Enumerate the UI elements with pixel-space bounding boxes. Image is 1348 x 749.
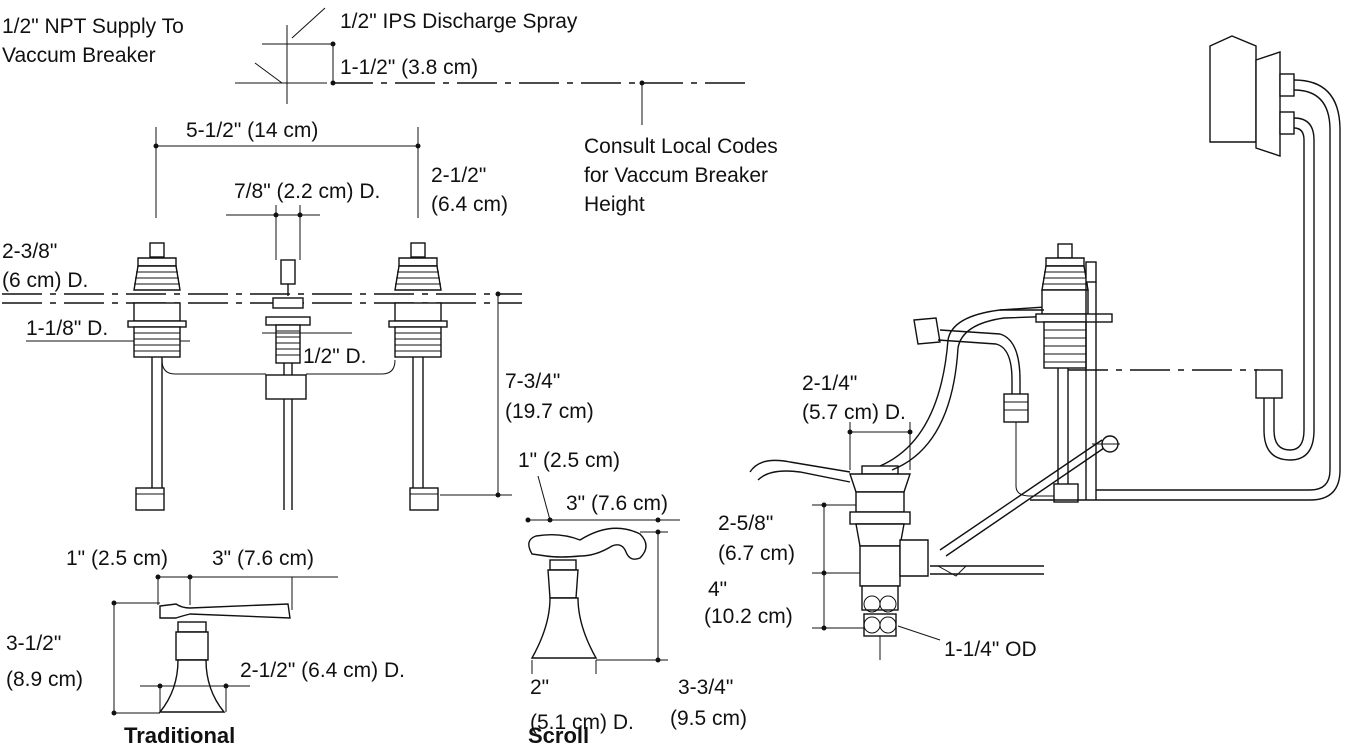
depth-7-75-line2: (19.7 cm) (505, 400, 594, 423)
height-1-5-label: 1-1/2" (3.8 cm) (340, 56, 478, 79)
spout-dia-label: 7/8" (2.2 cm) D. (234, 180, 380, 203)
drain-assembly: 2-1/4" (5.7 cm) D. (704, 305, 1120, 661)
drain-dia-line2: (5.7 cm) D. (802, 401, 906, 424)
npt-supply-label-line2: Vaccum Breaker (2, 44, 156, 67)
half-dia-label: 1/2" D. (303, 345, 366, 368)
npt-supply-label-line1: 1/2" NPT Supply To (2, 15, 184, 38)
base-dia-line2: (6 cm) D. (2, 269, 88, 292)
right-valve (388, 242, 448, 511)
scroll-base-line1: 2" (530, 676, 549, 699)
trad-height-line1: 3-1/2" (6, 632, 61, 655)
shank-dia-label: 1-1/8" D. (26, 317, 108, 340)
scroll-height-line2: (9.5 cm) (670, 707, 747, 730)
supply-callout: 1/2" NPT Supply To Vaccum Breaker 1/2" I… (2, 7, 778, 216)
consult-codes-line2: for Vaccum Breaker (584, 164, 768, 187)
tail-od-label: 1-1/4" OD (944, 638, 1037, 661)
traditional-caption: Traditional (124, 723, 235, 748)
depth-7-75-line1: 7-3/4" (505, 370, 560, 393)
ips-discharge-label: 1/2" IPS Discharge Spray (340, 10, 578, 33)
vacuum-breaker (1030, 35, 1341, 501)
scroll-handle: 1" (2.5 cm) 3" (7.6 cm) 2" (5.1 cm) D. 3… (518, 449, 747, 748)
trad-3in-label: 3" (7.6 cm) (212, 547, 314, 570)
scroll-1in-label: 1" (2.5 cm) (518, 449, 620, 472)
scroll-caption: Scroll (528, 723, 589, 748)
drain-4in-line1: 4" (708, 578, 727, 601)
consult-codes-line1: Consult Local Codes (584, 135, 778, 158)
scroll-base-line2: (5.1 cm) D. (530, 711, 634, 734)
consult-codes-line3: Height (584, 193, 645, 216)
faucet-elevation: 5-1/2" (14 cm) 2-1/2" (6.4 cm) 7/8" (2.2… (2, 119, 594, 511)
traditional-handle: 1" (2.5 cm) 3" (7.6 cm) 3-1/2" (8.9 cm) … (6, 547, 405, 748)
drain-height-line2: (6.7 cm) (718, 542, 795, 565)
scroll-height-line1: 3-3/4" (678, 676, 733, 699)
height-2-5-line2: (6.4 cm) (431, 193, 508, 216)
trad-base-label: 2-1/2" (6.4 cm) D. (240, 659, 405, 682)
base-dia-line1: 2-3/8" (2, 240, 57, 263)
trad-1in-label: 1" (2.5 cm) (66, 547, 168, 570)
trad-height-line2: (8.9 cm) (6, 668, 83, 691)
spread-5-5-label: 5-1/2" (14 cm) (186, 119, 318, 142)
height-2-5-line1: 2-1/2" (431, 164, 486, 187)
drain-4in-line2: (10.2 cm) (704, 605, 793, 628)
side-valve (1000, 243, 1258, 503)
center-spout: 1/2" D. (161, 259, 396, 510)
scroll-3in-label: 3" (7.6 cm) (566, 492, 668, 515)
left-valve (127, 242, 187, 511)
drain-dia-line1: 2-1/4" (802, 372, 857, 395)
drain-height-line1: 2-5/8" (718, 512, 773, 535)
